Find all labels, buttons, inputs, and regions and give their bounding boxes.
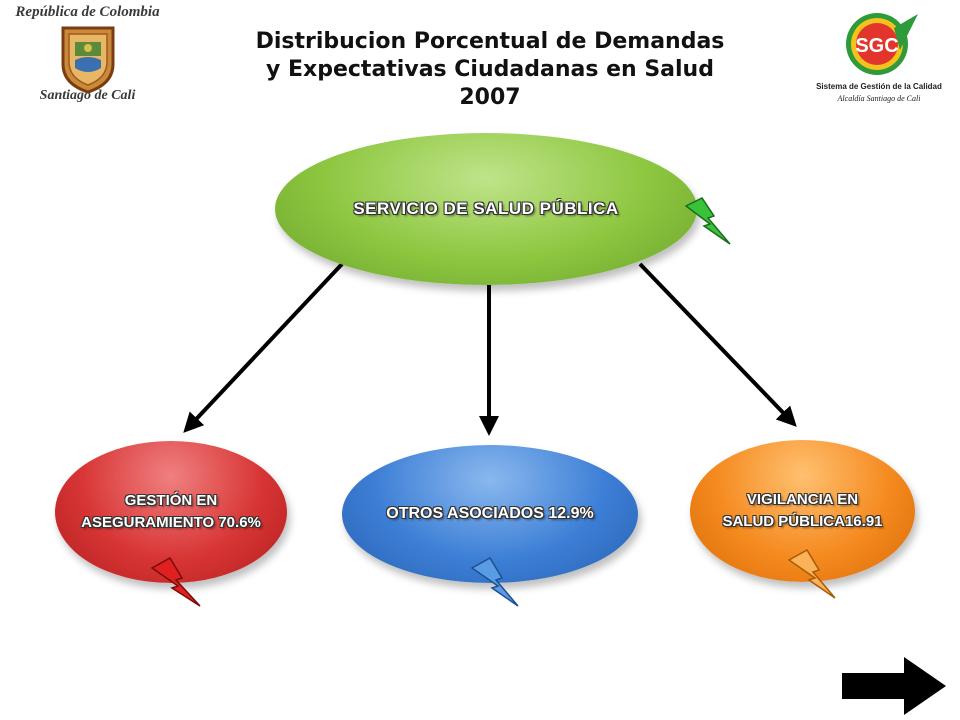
sgc-logo-icon: SGC <box>846 13 918 75</box>
slide-title: Distribucion Porcentual de Demandas y Ex… <box>230 28 750 112</box>
node-gestion-line-1: GESTIÓN EN <box>124 492 218 509</box>
node-root-label: SERVICIO DE SALUD PÚBLICA <box>353 199 619 218</box>
logo-left-bottom-text: Santiago de Cali <box>39 88 136 103</box>
logo-left-top-text: República de Colombia <box>15 4 160 20</box>
node-vigilancia-line-1: VIGILANCIA EN <box>746 491 859 508</box>
node-servicio-salud-publica: SERVICIO DE SALUD PÚBLICA <box>275 133 697 285</box>
title-line-1: Distribucion Porcentual de Demandas <box>255 29 725 54</box>
next-arrow-icon[interactable] <box>842 657 948 715</box>
arrow-to-gestion <box>183 262 344 433</box>
sgc-logo: SGC Sistema de Gestión de la Calidad Alc… <box>814 10 944 114</box>
republica-colombia-logo: República de Colombia Santiago de Cali <box>5 2 170 110</box>
title-line-2: y Expectativas Ciudadanas en Salud <box>266 57 714 82</box>
lightning-bolt-icon <box>150 556 201 607</box>
sgc-subcaption: Alcaldía Santiago de Cali <box>837 94 921 103</box>
lightning-bolt-icon <box>787 548 836 599</box>
node-gestion-line-2: ASEGURAMIENTO 70.6% <box>81 514 261 531</box>
arrow-to-vigilancia <box>638 262 797 427</box>
sgc-badge-text: SGC <box>855 35 898 57</box>
sgc-caption: Sistema de Gestión de la Calidad <box>816 82 942 91</box>
title-line-3: 2007 <box>459 85 521 110</box>
coat-of-arms-icon <box>61 26 115 94</box>
node-vigilancia-line-2: SALUD PÚBLICA16.91 <box>722 513 883 530</box>
node-otros-label: OTROS ASOCIADOS 12.9% <box>386 505 594 522</box>
lightning-bolt-icon <box>470 556 519 607</box>
lightning-bolt-icon <box>684 197 731 245</box>
